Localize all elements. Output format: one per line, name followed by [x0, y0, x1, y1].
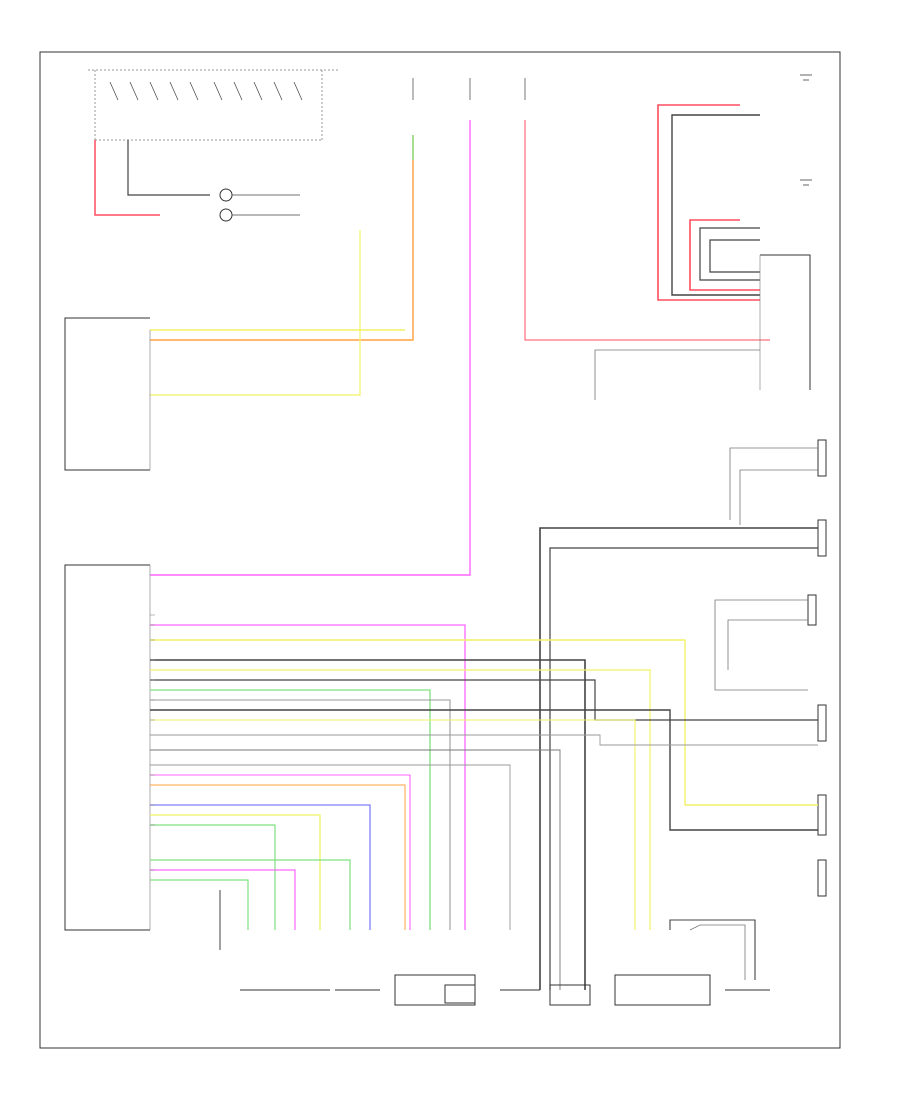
wire-orange-feed	[150, 78, 414, 341]
wire-gray-right-top	[594, 349, 760, 400]
speaker-connectors-right	[807, 439, 827, 897]
bottom-speakers	[240, 919, 770, 1006]
wire-yellow-mid	[150, 230, 405, 396]
fuse-relay-block	[88, 69, 340, 141]
wire-pink-feed	[150, 78, 471, 576]
wire-red-top-left	[94, 140, 160, 216]
amplifier-module	[64, 564, 151, 931]
wire-red-feed	[524, 78, 770, 341]
subwoofer-box	[394, 974, 476, 1006]
gateway-module	[64, 317, 151, 471]
wire-black-long-right	[539, 527, 818, 990]
clockspring-connector	[219, 188, 300, 222]
wire-black-top-left	[127, 140, 210, 196]
wire-red-right-bundle	[657, 104, 760, 301]
audio-control-module	[759, 254, 811, 390]
amp-output-wires	[150, 624, 818, 990]
amp-pin-ticks	[150, 614, 155, 871]
wire-gray-right-mid	[714, 447, 818, 691]
diagram-frame	[39, 51, 841, 1049]
ground-symbol-top-right	[800, 74, 812, 186]
wire-black-right-bundle	[671, 114, 760, 296]
